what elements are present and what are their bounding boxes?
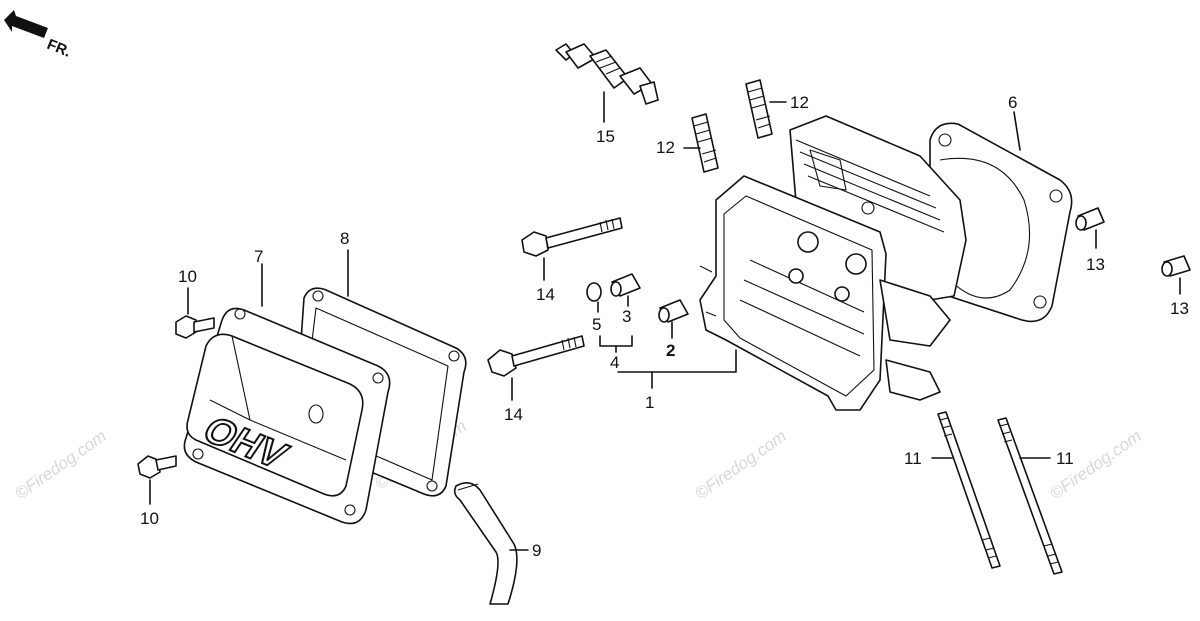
- callout-15: 15: [596, 127, 615, 146]
- watermarks: ©Firedog.com ©Firedog.com ©Firedog.com ©…: [11, 416, 1145, 503]
- callout-10a: 10: [178, 267, 197, 286]
- stud-12-right: [745, 79, 787, 139]
- stud-11-right: [997, 417, 1063, 575]
- dowel-13-right: [1161, 255, 1191, 295]
- callout-3: 3: [622, 307, 631, 326]
- breather-tube: [453, 482, 529, 605]
- valve-cover: OHV: [183, 263, 391, 525]
- callout-11b: 11: [1056, 449, 1074, 468]
- head-bolt-lower: [487, 335, 585, 401]
- watermark-3: ©Firedog.com: [691, 426, 790, 503]
- callout-2: 2: [666, 341, 675, 360]
- callout-9: 9: [532, 541, 541, 560]
- callout-8: 8: [340, 229, 349, 248]
- head-gasket: [929, 111, 1073, 323]
- callout-13b: 13: [1170, 299, 1189, 318]
- callout-11a: 11: [904, 449, 922, 468]
- callout-13a: 13: [1086, 255, 1105, 274]
- callout-6: 6: [1008, 93, 1017, 112]
- bracket-4: [599, 335, 633, 347]
- callout-4: 4: [610, 353, 619, 372]
- head-bolt-upper: [521, 217, 623, 281]
- front-label: FR.: [45, 36, 74, 61]
- bracket-1: [617, 349, 737, 373]
- stud-12-left: [683, 113, 719, 173]
- arrow-icon: [4, 10, 48, 38]
- callout-12a: 12: [656, 138, 675, 157]
- cylinder-head: [699, 115, 967, 411]
- watermark-1: ©Firedog.com: [11, 426, 110, 503]
- callout-10b: 10: [140, 509, 159, 528]
- callout-7: 7: [254, 247, 263, 266]
- cover-bolt-lower: [137, 455, 177, 505]
- dowel-13-left: [1075, 207, 1105, 249]
- spark-plug: [555, 43, 659, 123]
- callout-5: 5: [592, 315, 601, 334]
- o-ring: [586, 282, 602, 313]
- cover-bolt-upper: [175, 287, 215, 339]
- dowel-pin-3: [610, 273, 641, 307]
- dowel-pin-2: [658, 299, 689, 339]
- callout-1: 1: [645, 393, 654, 412]
- stud-11-left: [931, 411, 1001, 569]
- callout-14b: 14: [504, 405, 523, 424]
- callout-12b: 12: [790, 93, 809, 112]
- callout-14a: 14: [536, 285, 555, 304]
- front-direction-arrow: FR.: [4, 10, 73, 61]
